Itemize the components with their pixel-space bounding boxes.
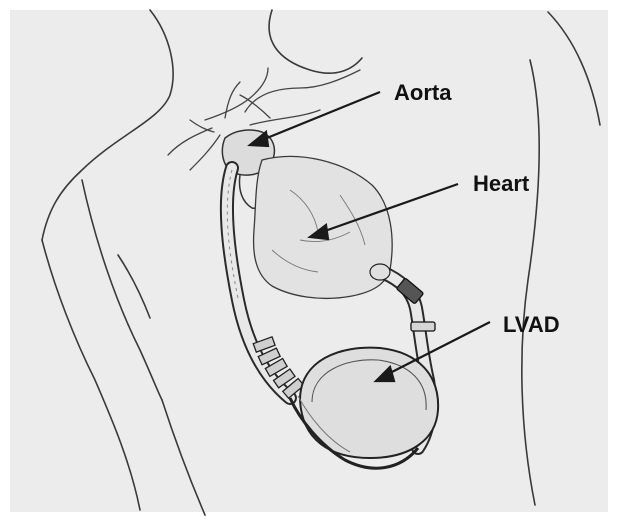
lvad-arrow (388, 322, 490, 374)
neck-line-left (42, 10, 173, 240)
arm-outer-line (42, 240, 140, 510)
label-heart: Heart (473, 171, 529, 197)
neck-line-right (269, 10, 362, 73)
armpit-curve (118, 255, 150, 318)
torso-right-edge (522, 60, 539, 505)
shoulder-right (548, 12, 600, 125)
label-lvad: LVAD (503, 312, 560, 338)
aorta-arrow (262, 92, 380, 140)
arm-inner-line (82, 180, 162, 400)
lvad-pump (290, 348, 438, 469)
torso-left-edge (162, 400, 205, 515)
label-aorta: Aorta (394, 80, 451, 106)
